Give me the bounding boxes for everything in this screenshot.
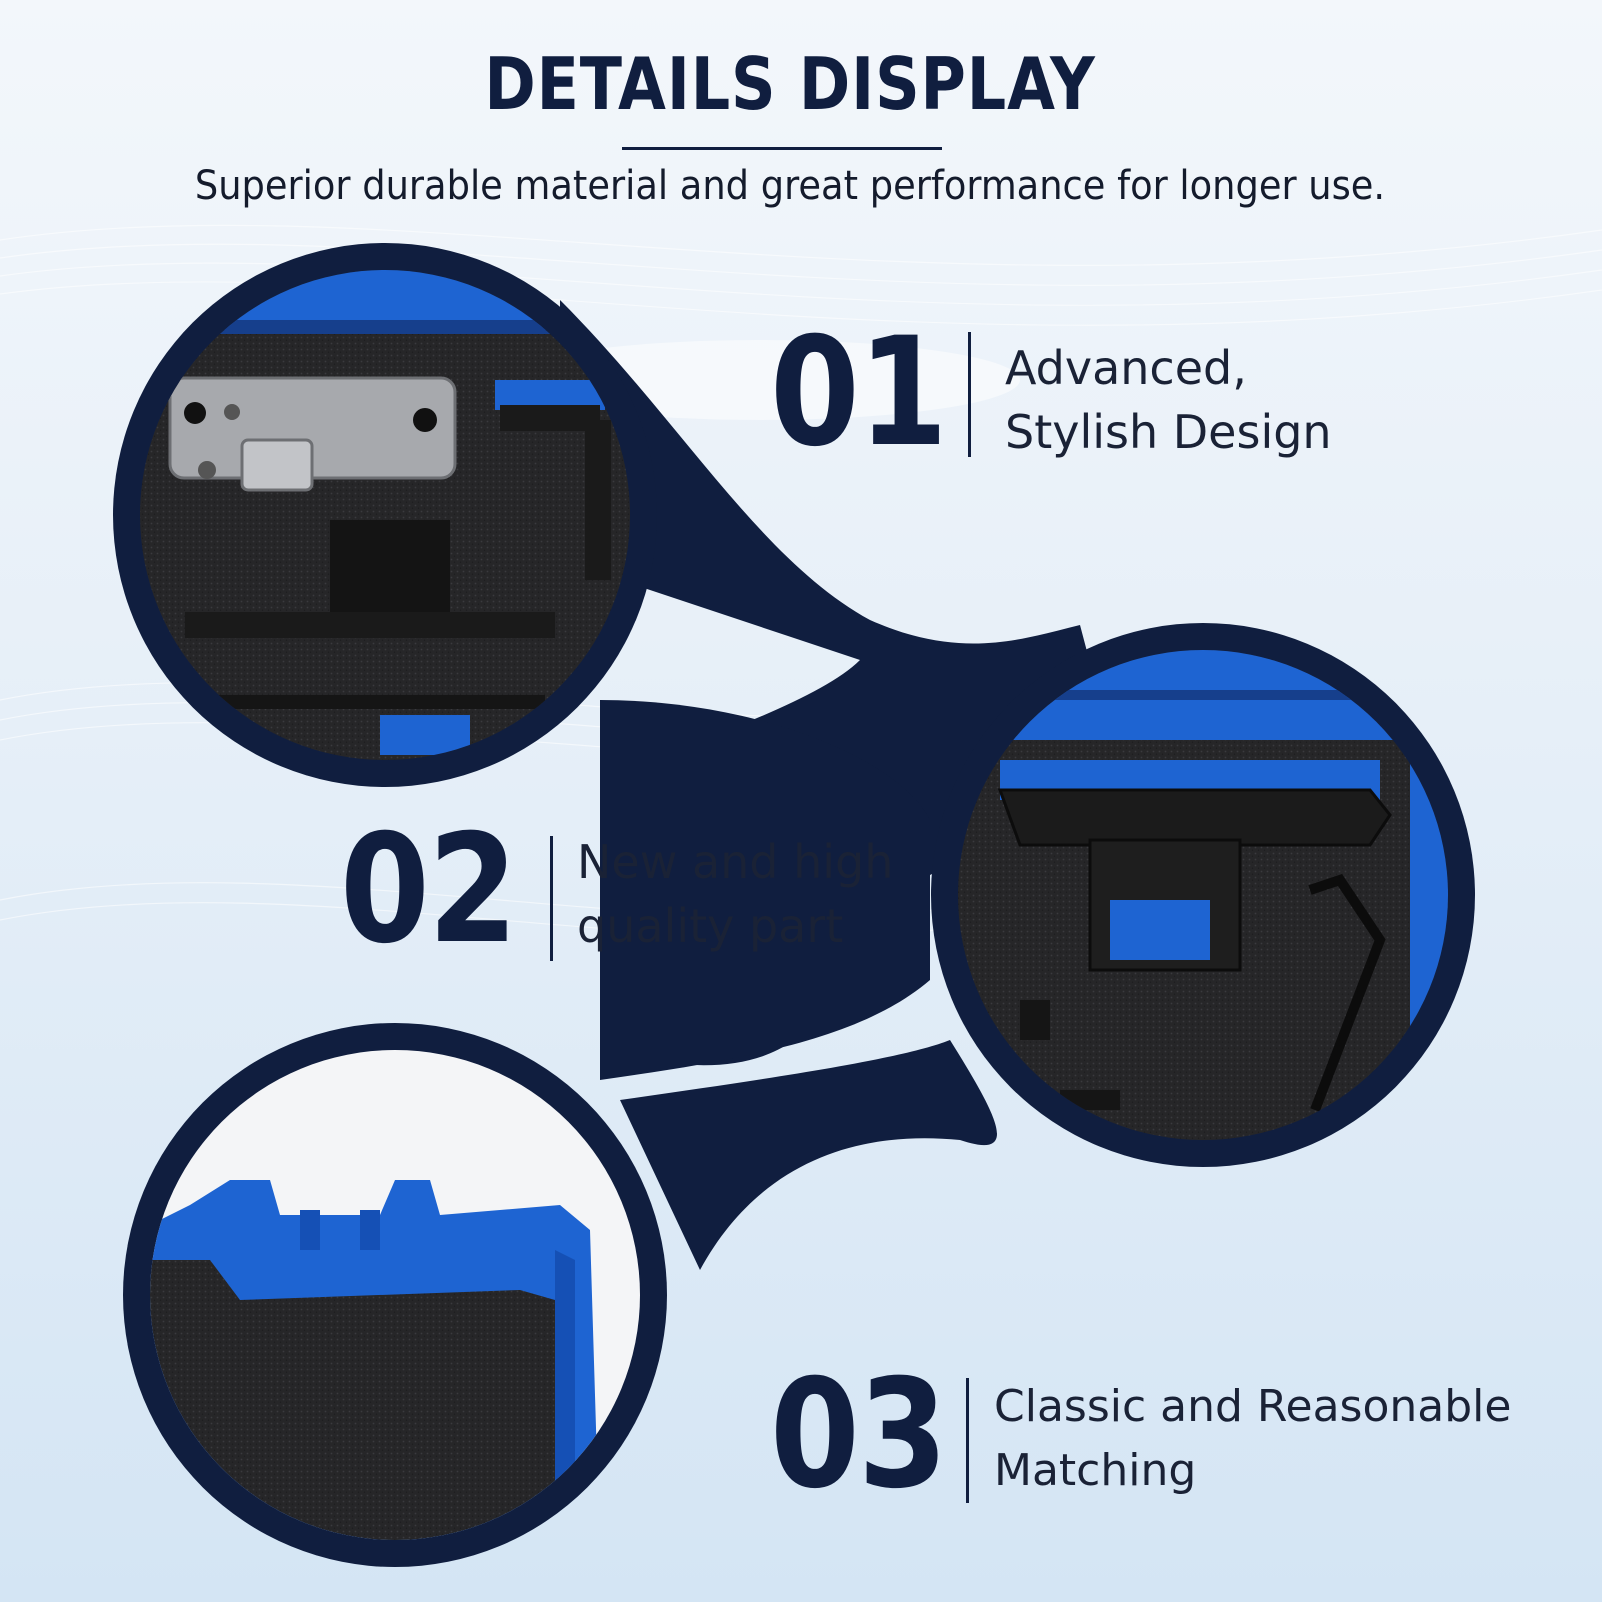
page-title: DETAILS DISPLAY — [484, 42, 1096, 126]
feature-text-line: Advanced, — [1005, 341, 1247, 395]
feature-text: Advanced, Stylish Design — [1005, 336, 1332, 464]
feature-text-line: Matching — [994, 1445, 1197, 1496]
feature-text: Classic and Reasonable Matching — [994, 1375, 1511, 1503]
detail-circle-3 — [123, 1023, 667, 1567]
feature-number: 02 — [340, 803, 518, 977]
feature-divider — [968, 332, 971, 457]
feature-number: 03 — [770, 1348, 948, 1522]
feature-text-line: Stylish Design — [1005, 405, 1332, 459]
detail-circle-1 — [113, 243, 657, 787]
feature-text-line: New and high — [577, 835, 894, 889]
feature-number: 01 — [770, 306, 948, 480]
page-subtitle: Superior durable material and great perf… — [194, 163, 1386, 209]
navy-connector-shape — [560, 300, 1150, 1270]
feature-text: New and high quality part — [577, 830, 893, 958]
feature-divider — [966, 1378, 969, 1503]
detail-circle-2 — [931, 623, 1475, 1167]
feature-text-line: Classic and Reasonable — [994, 1381, 1512, 1432]
title-underline — [622, 147, 942, 150]
feature-text-line: quality part — [577, 899, 844, 953]
feature-divider — [550, 836, 553, 961]
